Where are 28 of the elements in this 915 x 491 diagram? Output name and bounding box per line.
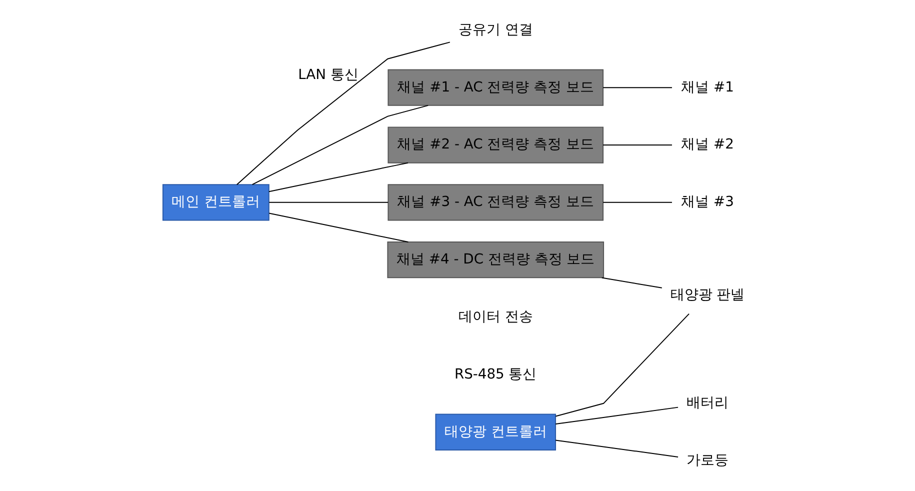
node-box: 메인 컨트롤러 bbox=[162, 184, 269, 221]
connector bbox=[236, 42, 450, 186]
node-text: 채널 #3 bbox=[680, 194, 734, 210]
node-box: 채널 #1 - AC 전력량 측정 보드 bbox=[387, 69, 604, 106]
node-text: 배터리 bbox=[686, 395, 728, 412]
connector bbox=[268, 212, 408, 242]
node-box: 채널 #4 - DC 전력량 측정 보드 bbox=[386, 242, 604, 278]
edge-label: LAN 통신 bbox=[298, 66, 358, 83]
connector bbox=[554, 440, 678, 458]
connector bbox=[602, 87, 672, 88]
connector bbox=[602, 202, 672, 203]
node-box: 태양광 컨트롤러 bbox=[434, 414, 556, 450]
connector bbox=[268, 202, 388, 203]
connector bbox=[554, 313, 690, 417]
node-text: 가로등 bbox=[686, 452, 728, 469]
connector bbox=[602, 144, 672, 146]
label: RS-485 통신 bbox=[454, 366, 536, 382]
label: 데이터 전송 bbox=[458, 308, 532, 325]
node-box: 채널 #3 - AC 전력량 측정 보드 bbox=[387, 184, 604, 221]
connector bbox=[251, 104, 428, 186]
node-text: 태양광 판넬 bbox=[670, 287, 744, 304]
node-text: 채널 #2 bbox=[680, 136, 734, 153]
connector bbox=[268, 162, 408, 192]
node-box: 채널 #2 - AC 전력량 측정 보드 bbox=[387, 126, 604, 164]
node-text: 채널 #1 bbox=[680, 79, 734, 96]
connector bbox=[554, 406, 678, 425]
connector bbox=[600, 277, 662, 288]
node-text: 공유기 연결 bbox=[458, 22, 532, 38]
